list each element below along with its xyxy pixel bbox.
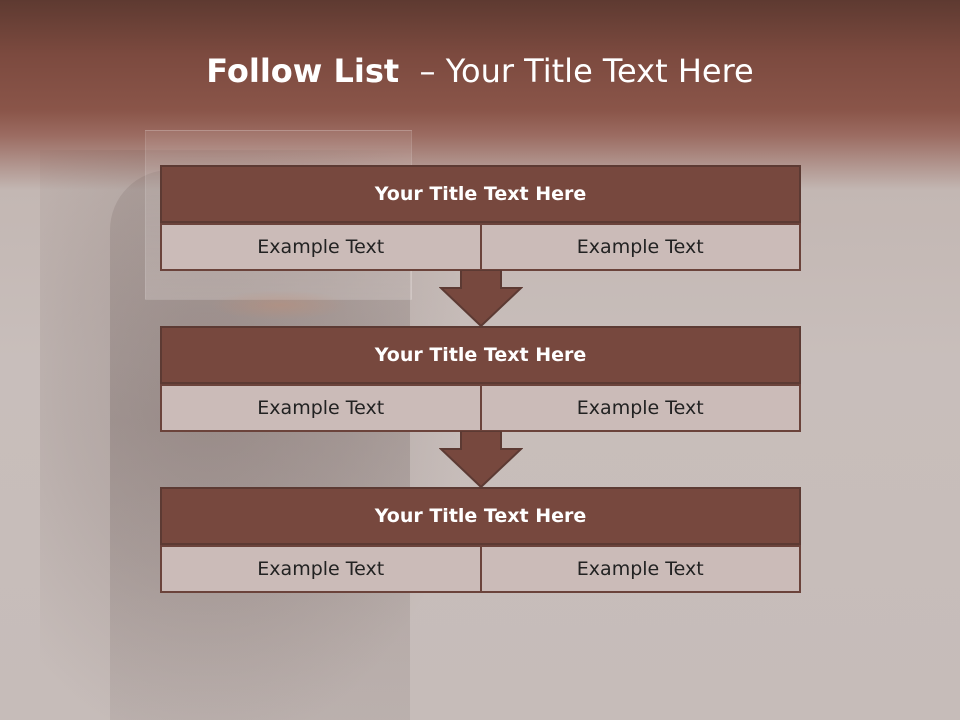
block-cell-left: Example Text <box>160 223 482 271</box>
block-row: Example Text Example Text <box>160 223 801 271</box>
block-cell-left: Example Text <box>160 384 482 432</box>
background-glow <box>210 290 350 320</box>
block-cell-left: Example Text <box>160 545 482 593</box>
down-arrow-icon <box>439 270 523 328</box>
block-row: Example Text Example Text <box>160 545 801 593</box>
slide-title: Follow List – Your Title Text Here <box>0 52 960 90</box>
block-heading: Your Title Text Here <box>160 165 801 223</box>
title-separator: – <box>419 52 436 90</box>
block-row: Example Text Example Text <box>160 384 801 432</box>
list-block-2: Your Title Text Here Example Text Exampl… <box>160 326 801 432</box>
list-block-1: Your Title Text Here Example Text Exampl… <box>160 165 801 271</box>
title-rest: Your Title Text Here <box>445 52 754 90</box>
title-bold: Follow List <box>206 52 400 90</box>
block-heading: Your Title Text Here <box>160 326 801 384</box>
block-cell-right: Example Text <box>481 384 801 432</box>
block-cell-right: Example Text <box>481 223 801 271</box>
block-heading: Your Title Text Here <box>160 487 801 545</box>
list-block-3: Your Title Text Here Example Text Exampl… <box>160 487 801 593</box>
block-cell-right: Example Text <box>481 545 801 593</box>
down-arrow-icon <box>439 431 523 489</box>
